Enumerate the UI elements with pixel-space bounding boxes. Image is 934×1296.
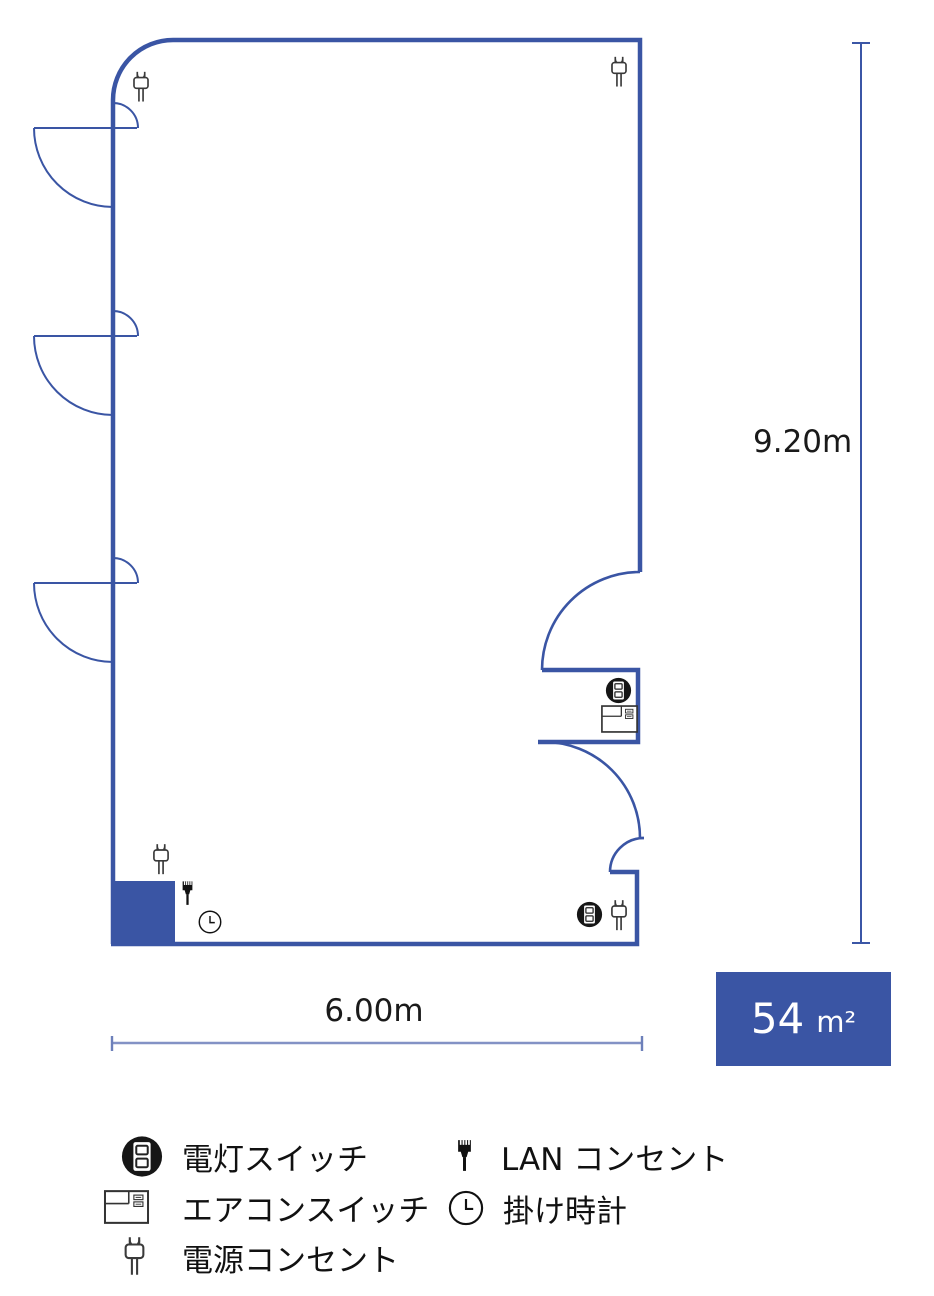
legend-label: 掛け時計 — [503, 1193, 627, 1230]
legend-item-aircon-switch: エアコンスイッチ — [103, 1190, 429, 1229]
power-outlet-icon — [611, 56, 627, 88]
left-door-1 — [33, 102, 139, 208]
power-outlet-icon — [153, 843, 169, 876]
aircon-switch-icon — [601, 705, 638, 733]
area-badge: 54 m² — [716, 972, 891, 1066]
right-door-lower-small-arc — [608, 836, 645, 873]
lan-outlet-icon — [182, 881, 193, 905]
area-value: 54 — [750, 994, 805, 1043]
height-dimension-label: 9.20m — [753, 424, 853, 460]
area-unit: m² — [816, 1004, 857, 1039]
right-door-lower-arc — [543, 740, 644, 840]
wall-left-top-right — [110, 37, 643, 944]
power-outlet-icon — [611, 899, 627, 932]
legend-item-light-switch: 電灯スイッチ — [120, 1134, 368, 1178]
legend-item-wall-clock: 掛け時計 — [448, 1190, 627, 1230]
legend-label: LAN コンセント — [501, 1141, 729, 1178]
left-door-2 — [33, 310, 139, 416]
legend-item-power-outlet: 電源コンセント — [122, 1236, 399, 1279]
left-doors — [33, 102, 139, 663]
light-switch-icon — [120, 1135, 164, 1178]
left-door-3 — [33, 557, 139, 663]
legend-label: エアコンスイッチ — [182, 1192, 430, 1229]
corner-pillar — [111, 881, 175, 943]
legend-label: 電源コンセント — [182, 1242, 399, 1279]
wall-right-niche — [538, 667, 641, 745]
legend-label: 電灯スイッチ — [182, 1141, 368, 1178]
height-dimension-line — [852, 42, 870, 944]
light-switch-icon — [576, 901, 603, 928]
wall-right-bottom — [111, 869, 640, 947]
width-dimension-line — [110, 1036, 644, 1051]
power-outlet-icon — [122, 1236, 147, 1278]
right-door-upper-arc — [540, 570, 641, 671]
power-outlet-icon — [133, 71, 149, 103]
light-switch-icon — [605, 677, 632, 704]
legend-item-lan-outlet: LAN コンセント — [456, 1139, 728, 1178]
wall-clock-icon — [198, 910, 222, 934]
width-dimension-label: 6.00m — [324, 993, 424, 1029]
right-doors — [540, 570, 645, 873]
room-outline — [110, 37, 643, 947]
aircon-switch-icon — [103, 1190, 150, 1224]
lan-outlet-icon — [456, 1139, 473, 1173]
wall-clock-icon — [448, 1190, 484, 1226]
